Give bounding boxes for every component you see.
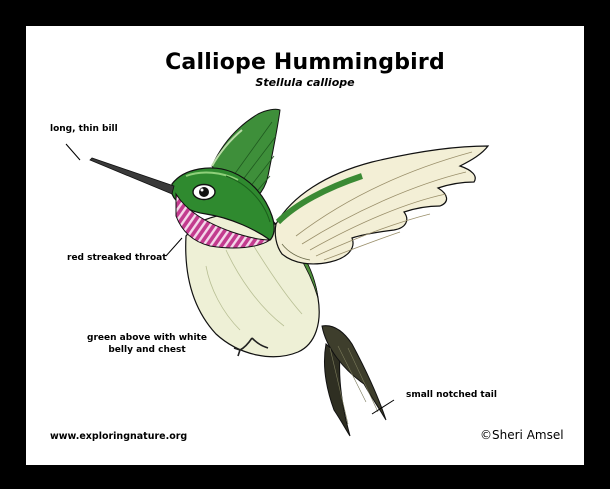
hummingbird-illustration [26,26,584,465]
website-credit: www.exploringnature.org [50,431,187,443]
label-body-line-1: green above with white [82,332,212,344]
throat-leader-line [166,238,182,256]
near-wing [275,146,488,264]
bill-leader-line [66,144,80,160]
tail [322,326,386,436]
bill [90,158,174,194]
eye [193,185,215,200]
label-throat: red streaked throat [67,252,167,264]
diagram-sheet: Calliope Hummingbird Stellula calliope [26,26,584,465]
label-bill: long, thin bill [50,123,118,135]
copyright-credit: ©Sheri Amsel [480,429,564,441]
label-body-line-2: belly and chest [82,344,212,356]
label-tail: small notched tail [406,389,497,401]
